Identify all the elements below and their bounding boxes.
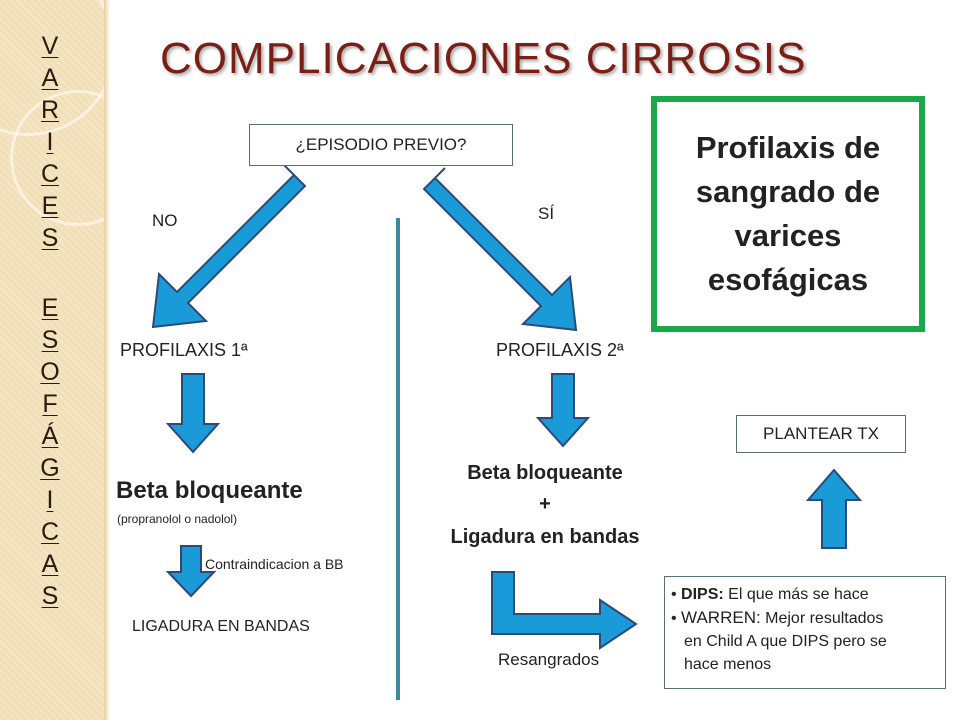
profilaxis-primaria-label: PROFILAXIS 1ª <box>120 340 248 360</box>
vertical-letter: S <box>41 582 59 610</box>
vertical-letter: A <box>41 64 59 92</box>
drug-note: (propranolol o nadolol) <box>117 512 238 526</box>
vertical-letter: F <box>42 390 58 418</box>
dips-desc: El que más se hace <box>723 586 869 603</box>
summary-box: Profilaxis de sangrado de varices esofág… <box>651 96 925 332</box>
vertical-letter: V <box>41 32 59 60</box>
vertical-title: V A R I C E S E S O F Á G I C A S <box>30 30 70 612</box>
arrow-up-tx <box>805 468 863 549</box>
arrow-no <box>151 162 307 329</box>
vertical-letter: O <box>40 358 60 386</box>
list-item: • WARREN: Mejor resultados <box>671 608 884 627</box>
vertical-letter: I <box>46 486 54 514</box>
warren-term: WARREN: <box>681 608 761 627</box>
vertical-letter: A <box>41 550 59 578</box>
vertical-letter: E <box>41 294 59 322</box>
list-item-continuation: hace menos <box>684 656 772 673</box>
episodio-previo-label: ¿EPISODIO PREVIO? <box>295 135 467 154</box>
list-item: • DIPS: El que más se hace <box>671 586 869 603</box>
sidebar-edge <box>104 0 110 720</box>
dips-term: DIPS: <box>681 586 724 603</box>
vertical-letter: Á <box>41 422 59 450</box>
beta-bloqueante-left: Beta bloqueante <box>116 477 303 504</box>
vertical-letter: I <box>46 128 54 156</box>
vertical-letter: E <box>41 192 59 220</box>
arrow-down-left-1 <box>165 373 221 454</box>
ligadura-bandas-left: LIGADURA EN BANDAS <box>132 618 310 635</box>
warren-desc: Mejor resultados <box>760 610 884 627</box>
arrow-down-right <box>535 373 591 448</box>
plantear-tx-box: PLANTEAR TX <box>736 415 906 453</box>
arrow-si <box>422 167 578 332</box>
branch-si-label: SÍ <box>538 204 555 223</box>
vertical-letter: C <box>40 160 60 188</box>
dips-warren-box: • DIPS: El que más se hace • WARREN: Mej… <box>664 576 946 689</box>
beta-bloqueante-right: Beta bloqueante <box>467 462 623 484</box>
plus-sign: + <box>539 493 551 515</box>
summary-text: Profilaxis de sangrado de varices esofág… <box>695 130 881 297</box>
resangrados-label: Resangrados <box>498 650 600 669</box>
plantear-tx-label: PLANTEAR TX <box>763 424 879 443</box>
episodio-previo-box: ¿EPISODIO PREVIO? <box>249 124 513 166</box>
ligadura-bandas-right: Ligadura en bandas <box>450 526 640 548</box>
vertical-letter: S <box>41 224 59 252</box>
profilaxis-secundaria-label: PROFILAXIS 2ª <box>496 340 624 360</box>
vertical-letter: G <box>40 454 60 482</box>
contraindication-label: Contraindicacion a BB <box>205 556 344 572</box>
vertical-letter: R <box>40 96 60 124</box>
list-item-continuation: en Child A que DIPS pero se <box>684 633 887 650</box>
vertical-letter: S <box>41 326 59 354</box>
branch-no-label: NO <box>152 211 178 230</box>
arrow-down-left-2 <box>165 545 217 598</box>
page-title: COMPLICACIONES CIRROSIS <box>160 34 807 83</box>
vertical-letter: C <box>40 518 60 546</box>
arrow-resangrados <box>491 571 638 650</box>
sidebar-decoration: V A R I C E S E S O F Á G I C A S <box>0 0 104 720</box>
